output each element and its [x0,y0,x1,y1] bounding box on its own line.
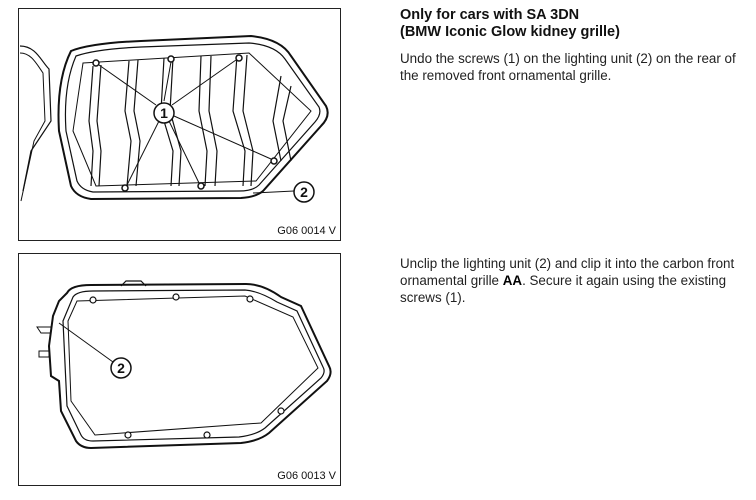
lighting-unit-illustration: 2 [36,280,332,450]
figure-code: G06 0014 V [277,225,336,237]
step-2-text: Unclip the lighting unit (2) and clip it… [400,255,740,306]
figure-code: G06 0013 V [277,470,336,482]
callout-2: 2 [117,360,125,376]
heading-line-1: Only for cars with SA 3DN [400,7,580,23]
grille-illustration: 1 2 [19,34,329,203]
step-2-text-end: . Secure it again using the existing scr… [400,273,727,305]
section-heading: Only for cars with SA 3DN (BMW Iconic Gl… [400,7,740,41]
heading-line-2: (BMW Iconic Glow kidney grille) [400,24,620,40]
step-1-text: Undo the screws (1) on the lighting unit… [400,51,736,83]
figure-lighting-unit: 2 G06 0013 V [18,253,341,486]
callout-1: 1 [160,105,168,121]
callout-2: 2 [300,184,308,200]
step-2-text-start: Unclip the lighting unit (2) and clip it… [400,256,735,288]
part-reference: AA [502,273,523,288]
figure-grille-rear: 1 2 G06 0014 V [18,8,341,241]
